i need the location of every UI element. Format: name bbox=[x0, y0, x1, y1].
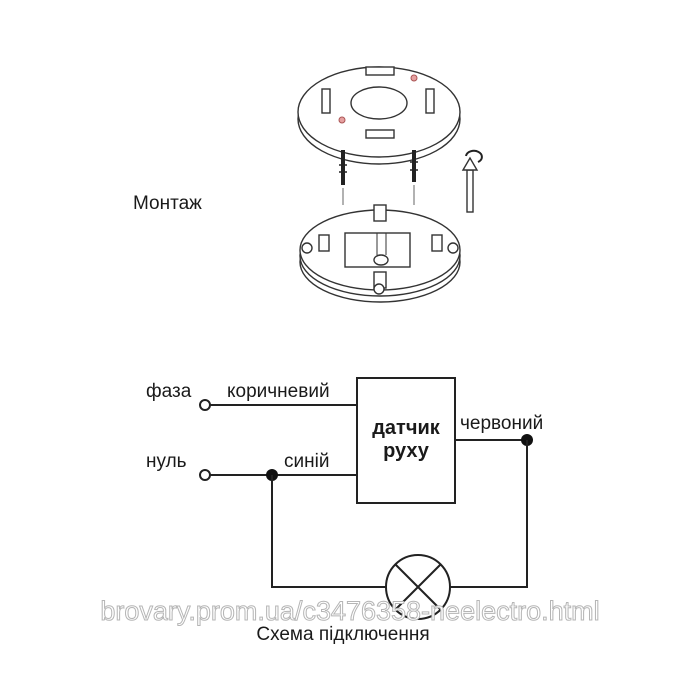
screw-hole-icon bbox=[410, 74, 418, 82]
neutral-terminal-icon bbox=[199, 469, 211, 481]
phase-label: фаза bbox=[146, 381, 192, 402]
lamp-wire-left bbox=[271, 475, 386, 588]
watermark: brovary.prom.ua/c3476358-neelectro.html bbox=[100, 596, 599, 626]
sensor-label-line1: датчик bbox=[372, 417, 441, 439]
sensor-base bbox=[299, 204, 461, 303]
red-wire-label: червоний bbox=[460, 413, 543, 434]
screw-hole-icon bbox=[338, 116, 346, 124]
neutral-label: нуль bbox=[146, 451, 187, 472]
caption: Схема підключення bbox=[256, 624, 429, 645]
sensor-label-line2: руху bbox=[383, 440, 430, 462]
blue-wire-label: синій bbox=[284, 451, 329, 472]
mounting-plate bbox=[297, 66, 461, 165]
wiring-schematic: датчик руху фаза коричневий нуль синій ч… bbox=[146, 377, 543, 620]
lamp-icon bbox=[385, 554, 451, 620]
rotate-arrow-icon bbox=[461, 149, 483, 213]
brown-wire-label: коричневий bbox=[227, 381, 330, 402]
lamp-wire-right bbox=[450, 440, 528, 588]
screw-icon bbox=[410, 150, 418, 205]
mounting-illustration bbox=[297, 66, 483, 303]
phase-terminal-icon bbox=[199, 399, 211, 411]
mounting-label: Монтаж bbox=[133, 193, 202, 214]
screw-icon bbox=[339, 150, 347, 205]
